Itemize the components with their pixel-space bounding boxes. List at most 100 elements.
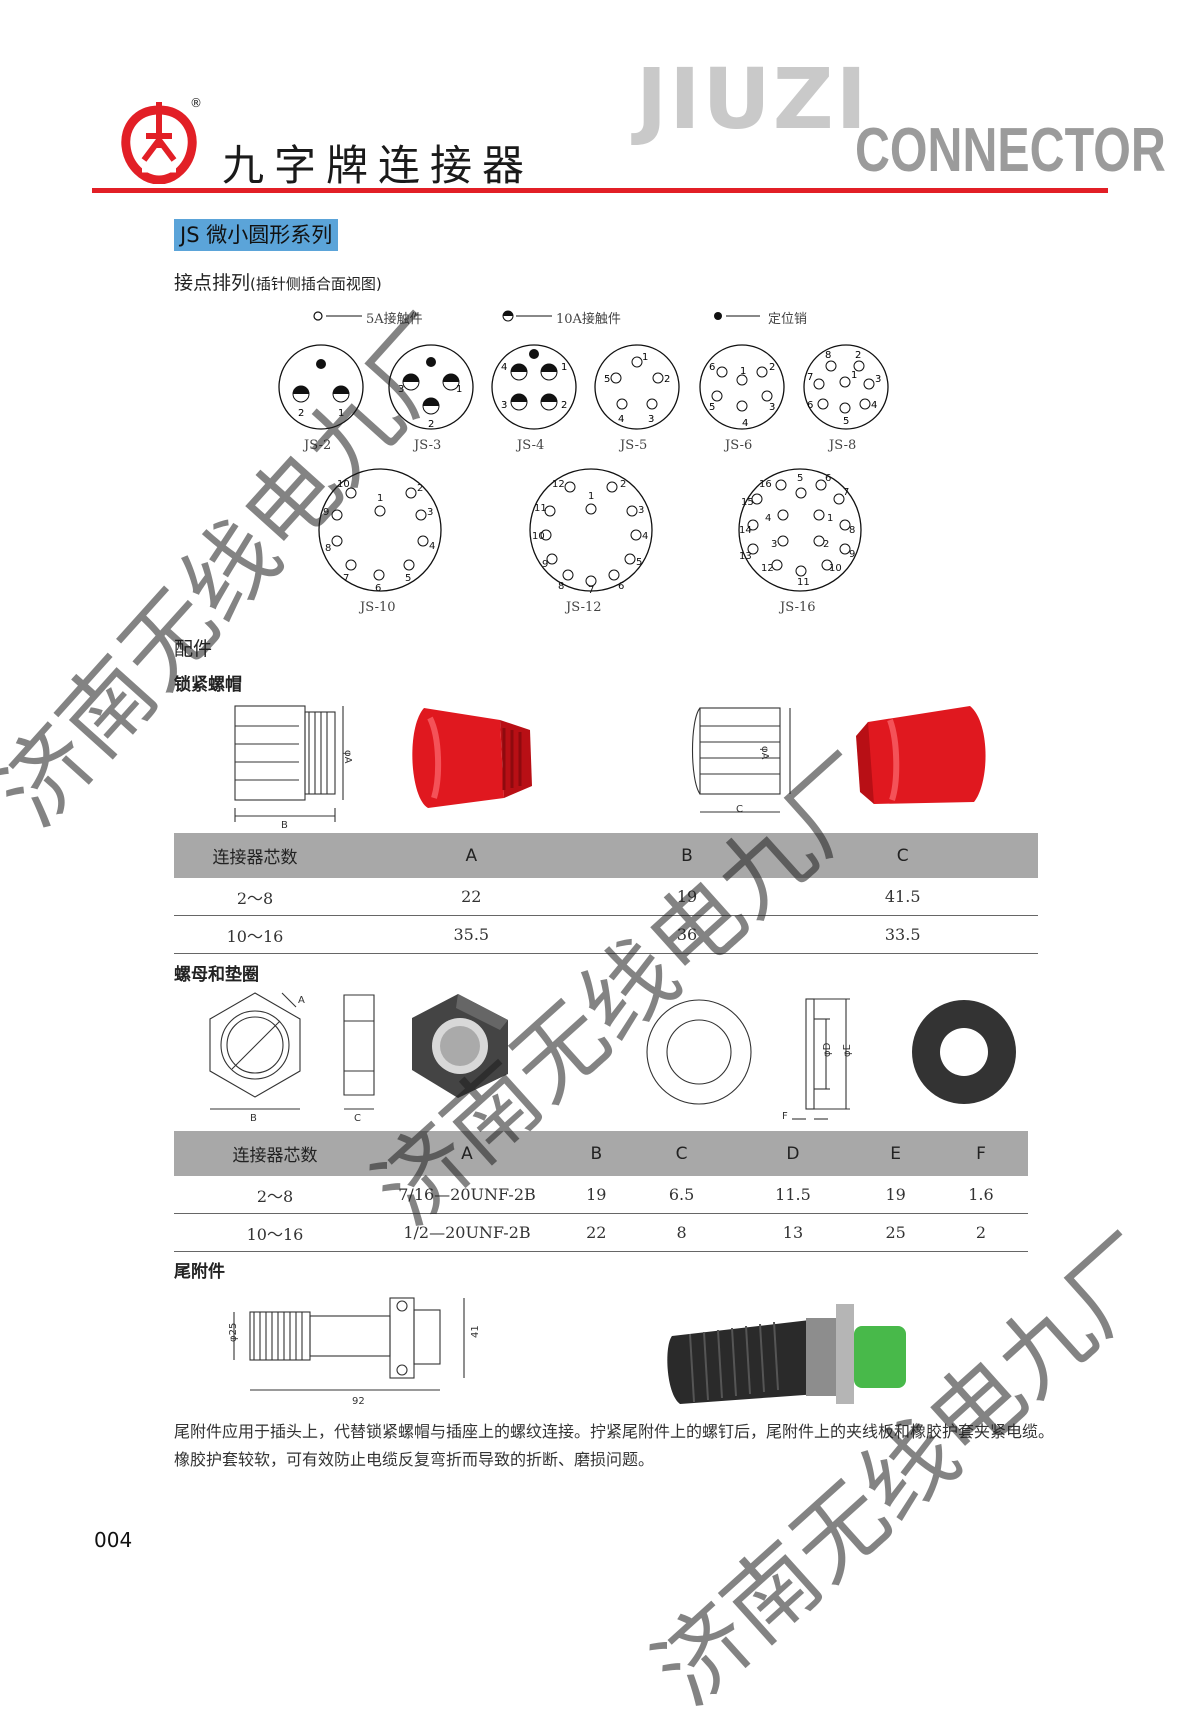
col-header: A xyxy=(376,1131,558,1176)
legend-10a: 10A接触件 xyxy=(556,312,621,327)
lock-nut-drawing-small: φA B xyxy=(234,705,353,830)
dim-B: B xyxy=(281,820,288,830)
dim-A: A xyxy=(298,995,305,1006)
svg-text:5: 5 xyxy=(843,416,849,427)
svg-text:15: 15 xyxy=(741,497,754,508)
accessories-title: 配件 xyxy=(174,638,213,660)
pin-section-subtitle: (插针侧插合面视图) xyxy=(250,275,382,293)
svg-text:11: 11 xyxy=(534,503,547,514)
svg-text:4: 4 xyxy=(742,418,748,429)
col-header: B xyxy=(558,1131,635,1176)
table-cell: 1/2—20UNF-2B xyxy=(376,1213,558,1252)
dim-phiA: φA xyxy=(342,750,353,764)
svg-text:6: 6 xyxy=(618,581,624,592)
svg-text:2: 2 xyxy=(561,400,567,411)
tail-photo xyxy=(667,1304,906,1404)
washer-drawing-front xyxy=(646,999,752,1105)
nut-drawing-front: A B xyxy=(209,992,305,1121)
table-row: 10～16 35.5 36 33.5 xyxy=(174,915,1038,954)
col-header: D xyxy=(728,1131,858,1176)
series-title: JS 微小圆形系列 xyxy=(174,219,339,251)
locating-pin-icon xyxy=(714,312,760,320)
svg-text:9: 9 xyxy=(542,559,548,570)
dim-B-nut: B xyxy=(250,1113,257,1121)
svg-text:3: 3 xyxy=(501,400,507,411)
nut-washer-title: 螺母和垫圈 xyxy=(174,965,259,985)
table-cell: 7/16—20UNF-2B xyxy=(376,1176,558,1214)
svg-text:13: 13 xyxy=(739,551,752,562)
table-cell: 19 xyxy=(857,1176,934,1214)
svg-text:14: 14 xyxy=(739,525,752,536)
table-cell: 8 xyxy=(634,1213,729,1252)
col-header: 连接器芯数 xyxy=(174,1131,376,1176)
svg-text:16: 16 xyxy=(759,479,772,490)
label-js5: JS-5 xyxy=(620,438,648,453)
col-header: C xyxy=(767,833,1038,878)
dim-phi25: φ25 xyxy=(228,1323,239,1342)
large-contact-icon xyxy=(502,310,552,322)
legend-locating-pin: 定位销 xyxy=(768,312,808,327)
dim-41: 41 xyxy=(470,1325,481,1338)
table-cell: 13 xyxy=(728,1213,858,1252)
svg-text:10: 10 xyxy=(532,531,545,542)
label-js3: JS-3 xyxy=(414,438,442,453)
table-cell: 10～16 xyxy=(174,915,336,954)
svg-text:5: 5 xyxy=(604,374,610,385)
svg-text:1: 1 xyxy=(588,491,594,502)
table-cell: 25 xyxy=(857,1213,934,1252)
label-js10: JS-10 xyxy=(360,600,396,615)
table-cell: 2～8 xyxy=(174,878,336,916)
svg-text:4: 4 xyxy=(765,513,771,524)
small-contact-icon xyxy=(313,311,362,321)
table-cell: 22 xyxy=(336,878,607,916)
table-cell: 41.5 xyxy=(767,878,1038,916)
col-header: C xyxy=(634,1131,729,1176)
dim-92: 92 xyxy=(352,1396,365,1407)
svg-text:10: 10 xyxy=(337,479,350,490)
svg-text:1: 1 xyxy=(851,370,857,381)
pin-section-heading: 接点排列(插针侧插合面视图) xyxy=(174,268,382,295)
svg-text:1: 1 xyxy=(740,366,746,377)
svg-text:2: 2 xyxy=(823,539,829,550)
dim-phiA-2: φA xyxy=(759,746,770,760)
tail-drawing: φ25 41 92 xyxy=(228,1297,481,1407)
table-cell: 1.6 xyxy=(933,1176,1028,1214)
svg-text:3: 3 xyxy=(398,384,404,395)
svg-text:6: 6 xyxy=(807,400,813,411)
svg-text:1: 1 xyxy=(338,408,344,419)
lock-nut-drawing-large: φA C xyxy=(691,707,791,815)
col-header: F xyxy=(933,1131,1028,1176)
table-row: 2～8 7/16—20UNF-2B 19 6.5 11.5 19 1.6 xyxy=(174,1176,1028,1214)
registered-mark: ® xyxy=(190,96,202,110)
col-header: B xyxy=(606,833,768,878)
svg-text:5: 5 xyxy=(709,402,715,413)
table-cell: 6.5 xyxy=(634,1176,729,1214)
nut-washer-table: 连接器芯数 A B C D E F 2～8 7/16—20UNF-2B 19 6… xyxy=(174,1131,1028,1252)
svg-text:1: 1 xyxy=(827,513,833,524)
svg-text:3: 3 xyxy=(648,414,654,425)
svg-text:12: 12 xyxy=(552,479,565,490)
svg-text:6: 6 xyxy=(709,362,715,373)
label-js8: JS-8 xyxy=(829,438,857,453)
svg-text:1: 1 xyxy=(456,384,462,395)
svg-text:9: 9 xyxy=(323,507,329,518)
svg-text:11: 11 xyxy=(797,577,810,588)
table-row: 2～8 22 19 41.5 xyxy=(174,878,1038,916)
svg-text:7: 7 xyxy=(807,372,813,383)
svg-text:4: 4 xyxy=(871,400,877,411)
col-header: A xyxy=(336,833,607,878)
svg-text:3: 3 xyxy=(771,539,777,550)
svg-text:2: 2 xyxy=(855,350,861,361)
dim-F: F xyxy=(782,1111,788,1122)
svg-text:3: 3 xyxy=(638,505,644,516)
svg-text:2: 2 xyxy=(664,374,670,385)
header-divider xyxy=(92,188,1108,193)
svg-text:2: 2 xyxy=(417,483,423,494)
dim-phiD: φD xyxy=(822,1042,833,1057)
